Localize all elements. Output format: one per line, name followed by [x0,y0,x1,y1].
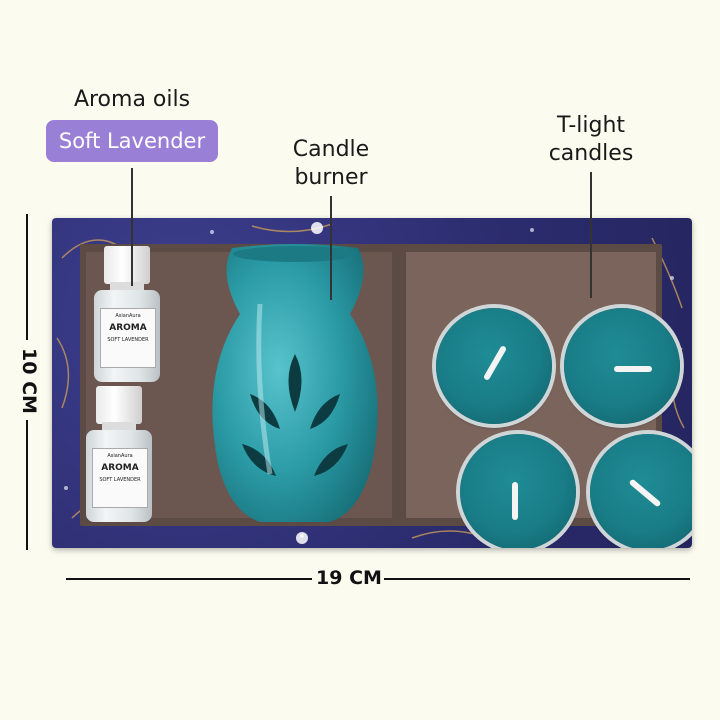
bottle-label-bottom: AsianAura AROMA SOFT LAVENDER [92,448,148,508]
aroma-oils-leader-line [131,168,133,286]
width-dimension-line-right [384,578,690,580]
soft-lavender-badge: Soft Lavender [46,120,218,162]
tlight-candles-label-line2: candles [548,141,634,166]
gift-box: AsianAura AROMA SOFT LAVENDER AsianAura … [52,218,692,548]
bottle-name-top: AROMA [109,323,147,333]
product-tray: AsianAura AROMA SOFT LAVENDER AsianAura … [80,244,692,548]
candle-burner-label-line2: burner [294,165,368,190]
aroma-oil-bottle-top: AsianAura AROMA SOFT LAVENDER [94,246,160,386]
candle-burner-leader-line [330,196,332,300]
tlight-candles-leader-line [590,172,592,298]
height-dimension-line-top [26,214,28,340]
height-dimension-text: 10 CM [18,348,40,414]
tlight-candle-top-left [436,308,552,424]
aroma-oil-bottle-bottom: AsianAura AROMA SOFT LAVENDER [86,386,152,526]
candle-burner-label-line1: Candle [292,137,370,162]
height-dimension-line-bottom [26,420,28,550]
tlight-candle-top-right [564,308,680,424]
bottle-name-bottom: AROMA [101,463,139,473]
tlight-candle-bottom-left [460,434,576,548]
aroma-oils-label: Aroma oils [73,87,191,112]
tlight-candles-label-line1: T-light [556,113,626,138]
bottle-label-top: AsianAura AROMA SOFT LAVENDER [100,308,156,368]
candle-burner-label: Candle burner [276,136,386,192]
tlight-candle-bottom-right [590,434,692,548]
bottle-brand-top: AsianAura [115,313,141,319]
width-dimension-line-left [66,578,312,580]
width-dimension-text: 19 CM [316,567,382,589]
bottle-brand-bottom: AsianAura [107,453,133,459]
tlight-candles-label: T-light candles [536,112,646,168]
candle-burner [212,244,378,522]
bottle-variant-bottom: SOFT LAVENDER [99,477,141,483]
bottle-variant-top: SOFT LAVENDER [107,337,149,343]
